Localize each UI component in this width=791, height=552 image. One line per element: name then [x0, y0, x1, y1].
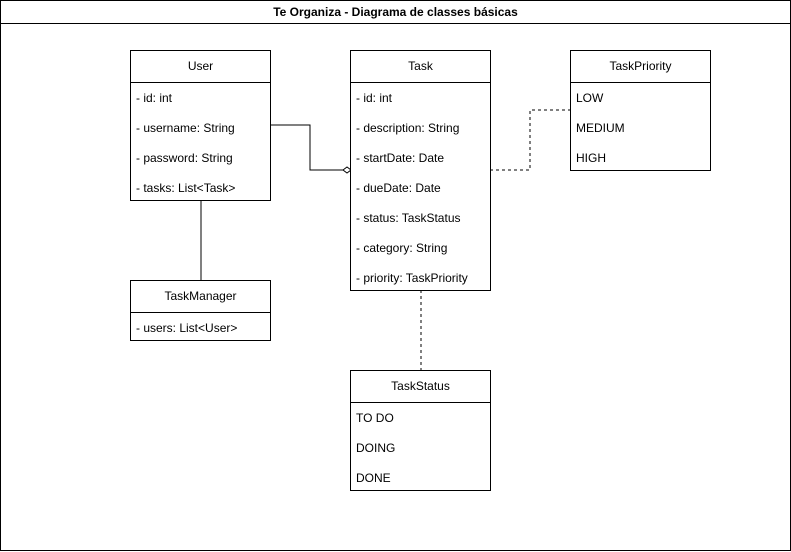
task-attr-category: - category: String	[356, 241, 448, 255]
class-task-name: Task	[351, 51, 490, 83]
task-attr-startdate: - startDate: Date	[356, 151, 445, 165]
class-user-name: User	[131, 51, 270, 83]
class-taskstatus[interactable]: TaskStatus TO DO DOING DONE	[350, 370, 491, 491]
class-taskpriority[interactable]: TaskPriority LOW MEDIUM HIGH	[570, 50, 711, 171]
user-task-aggregation-line	[270, 124, 343, 171]
taskmanager-attr-users: - users: List<User>	[136, 321, 238, 335]
task-attr-duedate: - dueDate: Date	[356, 181, 441, 195]
task-attr-description: - description: String	[356, 121, 460, 135]
task-attr-id: - id: int	[356, 91, 393, 105]
user-attr-tasks: - tasks: List<Task>	[136, 181, 236, 195]
diagram-title: Te Organiza - Diagrama de classes básica…	[1, 1, 790, 24]
task-attr-status: - status: TaskStatus	[356, 211, 461, 225]
class-taskstatus-name: TaskStatus	[351, 371, 490, 403]
taskpriority-value-high: HIGH	[576, 151, 606, 165]
class-user[interactable]: User - id: int - username: String - pass…	[130, 50, 271, 201]
taskpriority-value-medium: MEDIUM	[576, 121, 625, 135]
task-taskpriority-dependency-line	[490, 109, 570, 171]
class-taskmanager-name: TaskManager	[131, 281, 270, 313]
class-task[interactable]: Task - id: int - description: String - s…	[350, 50, 491, 291]
user-attr-password: - password: String	[136, 151, 233, 165]
task-attr-priority: - priority: TaskPriority	[356, 271, 468, 285]
user-attr-username: - username: String	[136, 121, 235, 135]
taskstatus-value-todo: TO DO	[356, 411, 394, 425]
taskstatus-value-doing: DOING	[356, 441, 396, 455]
user-attr-id: - id: int	[136, 91, 173, 105]
taskpriority-value-low: LOW	[576, 91, 604, 105]
class-taskmanager[interactable]: TaskManager - users: List<User>	[130, 280, 271, 341]
taskstatus-value-done: DONE	[356, 471, 391, 485]
class-taskpriority-name: TaskPriority	[571, 51, 710, 83]
